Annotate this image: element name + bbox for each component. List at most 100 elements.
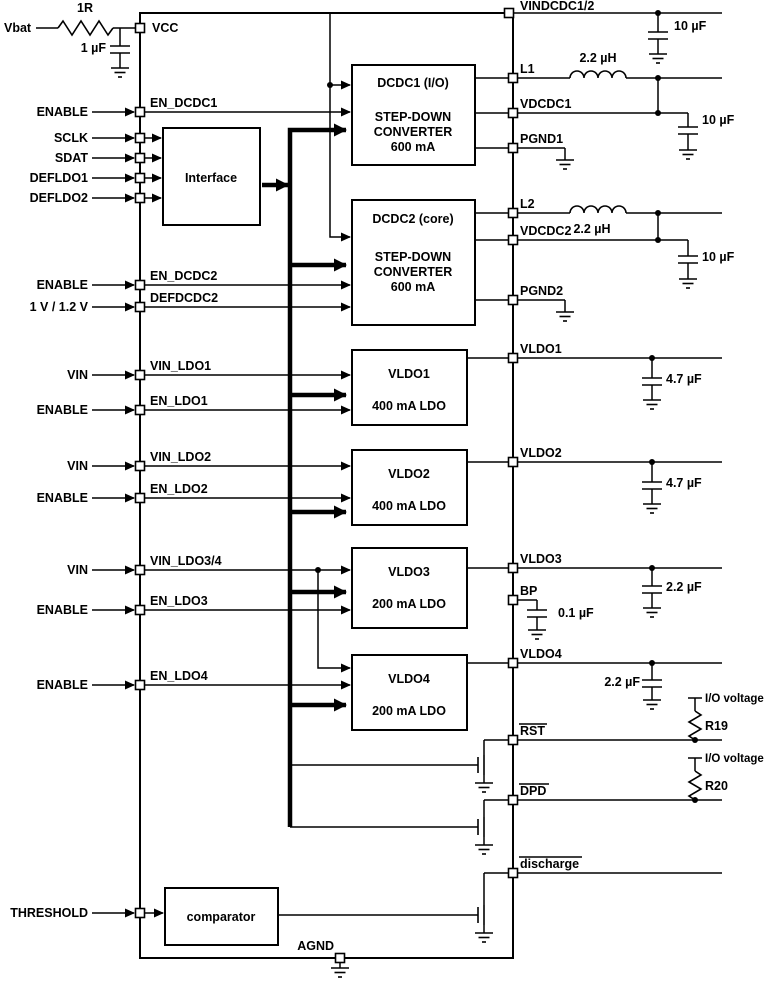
vldo2-box (351, 449, 468, 526)
vldo1-block: VLDO1 400 mA LDO (351, 349, 468, 426)
package-pins (134, 7, 519, 964)
l1-inductor-label: 2.2 µH (579, 51, 616, 65)
pin-name-pgnd2: PGND2 (520, 284, 563, 298)
pin-name-vldo2: VLDO2 (520, 446, 562, 460)
capacitor-symbol (647, 31, 669, 40)
pin-name-vdcdc2: VDCDC2 (520, 224, 571, 238)
enable-label: ENABLE (37, 105, 88, 119)
capacitor-symbol (109, 45, 131, 54)
enable-label: ENABLE (37, 278, 88, 292)
pin-bp (507, 594, 519, 606)
vdcdc2-cap-label: 10 µF (702, 250, 735, 264)
pin-name-en-ldo4: EN_LDO4 (150, 669, 208, 683)
pin-discharge (507, 867, 519, 879)
ground-symbol (642, 699, 662, 710)
pin-sdat (134, 152, 146, 164)
pin-name-en-ldo3: EN_LDO3 (150, 594, 208, 608)
input-vin-ldo1: VIN VIN_LDO1 (67, 359, 351, 382)
inductor-symbol (569, 205, 627, 214)
defldo2-label: DEFLDO2 (30, 191, 88, 205)
vldo1-rating: 400 mA LDO (372, 399, 446, 413)
pin-name-discharge: discharge (520, 857, 579, 871)
input-defldo1: DEFLDO1 (30, 171, 162, 185)
pin-name-vcc: VCC (152, 21, 178, 35)
pin-name-en-ldo2: EN_LDO2 (150, 482, 208, 496)
vldo3-rating: 200 mA LDO (372, 597, 446, 611)
resistor-symbol (57, 19, 114, 37)
capacitor-symbol (677, 126, 699, 135)
pin-name-en-dcdc1: EN_DCDC1 (150, 96, 217, 110)
dcdc2-line2: CONVERTER (374, 265, 452, 279)
vldo3-box (351, 547, 468, 629)
pin-name-agnd: AGND (297, 939, 334, 953)
pin-rst (507, 734, 519, 746)
dcdc1-rating: 600 mA (391, 140, 435, 154)
vin-label: VIN (67, 368, 88, 382)
pin-vdcdc2 (507, 234, 519, 246)
pin-name-dpd: DPD (520, 784, 546, 798)
input-en-dcdc2: ENABLE EN_DCDC2 (37, 269, 351, 292)
net-l2-vdcdc2: 2.2 µH 10 µF (475, 205, 735, 289)
vldo2-title: VLDO2 (388, 467, 430, 481)
pin-pgnd2 (507, 294, 519, 306)
input-en-ldo3: ENABLE EN_LDO3 (37, 594, 351, 617)
ground-symbol (648, 53, 668, 64)
r20-label: R20 (705, 779, 728, 793)
input-sclk: SCLK (54, 131, 162, 145)
defldo1-label: DEFLDO1 (30, 171, 88, 185)
right-pin-labels: VINDCDC1/2 L1 VDCDC1 PGND1 L2 VDCDC2 PGN… (519, 0, 594, 871)
gate-wires (278, 764, 478, 916)
resistor-symbol (688, 770, 702, 801)
pin-defdcdc2 (134, 301, 146, 313)
inductor-symbol (569, 70, 627, 79)
pin-en-ldo3 (134, 604, 146, 616)
vldo2-block: VLDO2 400 mA LDO (351, 449, 468, 526)
pin-agnd (334, 952, 346, 964)
pin-vin-ldo2 (134, 460, 146, 472)
vldo4-box (351, 654, 468, 731)
pin-name-defdcdc2: DEFDCDC2 (150, 291, 218, 305)
rst-nmos (474, 740, 494, 793)
pin-en-ldo2 (134, 492, 146, 504)
pin-dpd (507, 794, 519, 806)
net-vldo1: 4.7 µF (467, 357, 722, 410)
pin-vldo2 (507, 456, 519, 468)
input-defdcdc2: 1 V / 1.2 V DEFDCDC2 (30, 291, 351, 314)
net-vindcdc: 10 µF (509, 12, 722, 64)
interface-box (162, 127, 261, 226)
pin-name-rst: RST (520, 724, 545, 738)
pin-sclk (134, 132, 146, 144)
capacitor-symbol (641, 377, 663, 386)
pin-l1 (507, 72, 519, 84)
vldo4-block: VLDO4 200 mA LDO (351, 654, 468, 731)
vldo1-cap-label: 4.7 µF (666, 372, 702, 386)
net-vldo2: 4.7 µF (467, 461, 722, 514)
ground-symbol (642, 607, 662, 618)
pin-en-ldo4 (134, 679, 146, 691)
vldo3-cap-label: 2.2 µF (666, 580, 702, 594)
pin-vldo3 (507, 562, 519, 574)
bp-cap-label: 0.1 µF (558, 606, 594, 620)
pin-name-bp: BP (520, 584, 537, 598)
pin-defldo1 (134, 172, 146, 184)
net-dpd: I/O voltage R20 (484, 753, 764, 801)
def-voltage-label: 1 V / 1.2 V (30, 300, 89, 314)
enable-label: ENABLE (37, 403, 88, 417)
vbat-label: Vbat (4, 21, 32, 35)
capacitor-symbol (641, 679, 663, 688)
dcdc1-block: DCDC1 (I/O) STEP-DOWN CONVERTER 600 mA (351, 64, 476, 166)
vldo2-cap-label: 4.7 µF (666, 476, 702, 490)
pin-name-l2: L2 (520, 197, 535, 211)
pin-defldo2 (134, 192, 146, 204)
enable-label: ENABLE (37, 678, 88, 692)
io-voltage-label: I/O voltage (705, 693, 764, 705)
enable-label: ENABLE (37, 491, 88, 505)
r19-label: R19 (705, 719, 728, 733)
dcdc1-box (351, 64, 476, 166)
ground-symbol (678, 149, 698, 160)
vldo3-block: VLDO3 200 mA LDO (351, 547, 468, 629)
pin-name-en-ldo1: EN_LDO1 (150, 394, 208, 408)
vbat-input-circuit: Vbat 1R 1 µF (4, 1, 136, 78)
